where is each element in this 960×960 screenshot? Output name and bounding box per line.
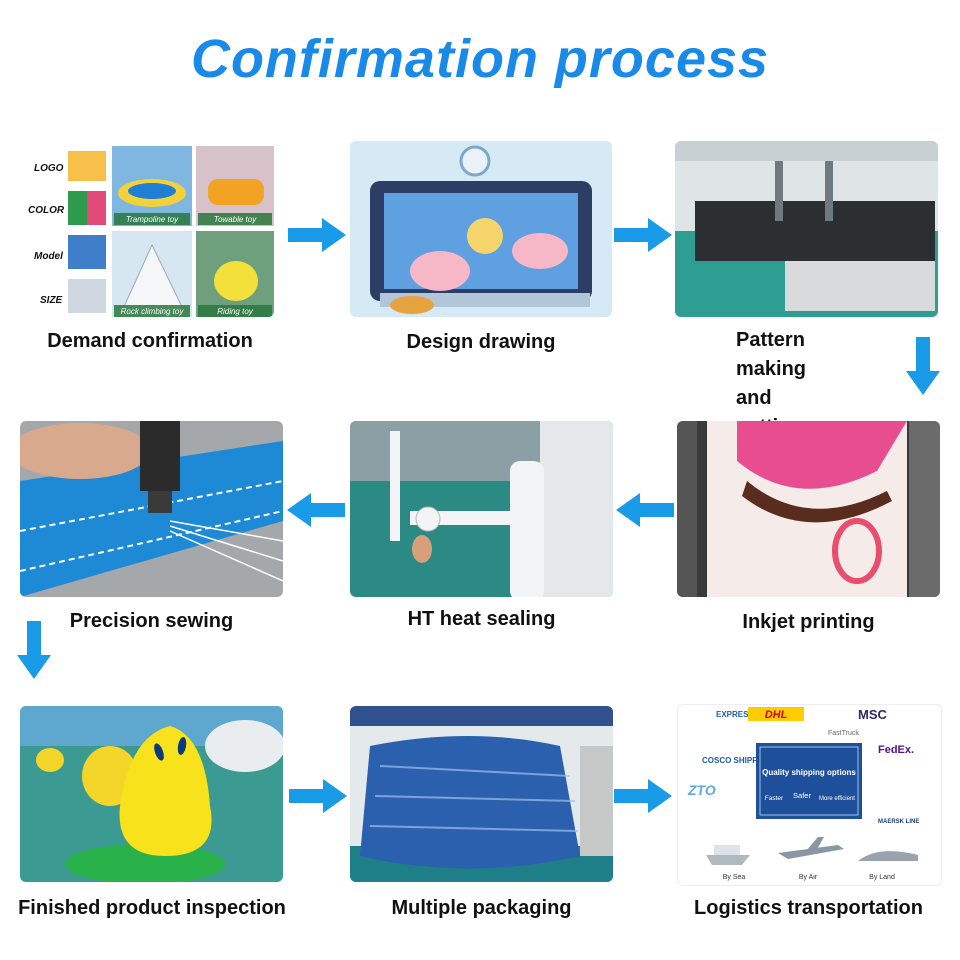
arrow-down-icon (15, 621, 53, 681)
arrow-right-icon (289, 777, 347, 815)
mode-air: By Air (799, 874, 818, 881)
page-title: Confirmation process (190, 29, 770, 89)
heat-sealing-photo (350, 421, 613, 597)
logo-zto: ZTO (687, 782, 716, 798)
step-label: Multiple packaging (391, 897, 572, 919)
caption-riding: Riding toy (217, 307, 254, 316)
shipping-options-box (756, 743, 862, 819)
train-icon (858, 851, 918, 861)
step-label: Demand confirmation (47, 330, 253, 352)
design-photo (350, 141, 612, 317)
arrow-right-icon (288, 216, 346, 254)
row-model: Model (34, 251, 63, 262)
arrow-down-icon (904, 337, 942, 397)
pattern-photo (675, 141, 938, 317)
logistics-photo: EXPRESS DHL MSC FastTruck COSCO SHIPPING… (677, 704, 942, 886)
step-label: Inkjet printing (742, 611, 875, 633)
logo-thumb-icon (68, 151, 106, 181)
arrow-right-icon (614, 777, 672, 815)
model-thumb-icon (68, 235, 106, 269)
sewing-photo (20, 421, 283, 597)
size-thumb-icon (68, 279, 106, 313)
option-faster: Faster (765, 795, 784, 802)
logo-msc: MSC (858, 707, 888, 722)
option-safer: Safer (793, 791, 811, 800)
logo-fasttruck: FastTruck (828, 730, 859, 737)
logo-dhl: DHL (765, 709, 788, 721)
demand-photo: LOGO COLOR Model SIZE Trampoline toy Tow… (22, 141, 274, 317)
step-label: Logistics transportation (694, 897, 923, 919)
step-label: HT heat sealing (407, 608, 556, 630)
row-size: SIZE (40, 295, 63, 306)
caption-rock: Rock climbing toy (121, 307, 185, 316)
mode-land: By Land (869, 874, 895, 881)
logo-cosco: COSCO SHIPPING (702, 756, 772, 765)
ship-icon (706, 855, 750, 865)
caption-towable: Towable toy (214, 215, 257, 224)
option-efficient: More efficient (819, 796, 855, 802)
row-logo: LOGO (34, 163, 64, 174)
logo-fedex: FedEx. (878, 744, 914, 756)
step-label: Finished product inspection (18, 897, 286, 919)
arrow-left-icon (616, 491, 674, 529)
step-label: Design drawing (406, 331, 556, 353)
step-label: Precision sewing (69, 610, 234, 632)
logo-express: EXPRESS (716, 710, 754, 719)
arrow-left-icon (287, 491, 345, 529)
packaging-photo (350, 706, 613, 882)
inkjet-photo (677, 421, 940, 597)
dhl-logo-icon (748, 707, 804, 721)
logo-maersk: MAERSK LINE (878, 819, 919, 825)
inspection-photo (20, 706, 283, 882)
row-color: COLOR (28, 205, 65, 216)
caption-trampoline: Trampoline toy (126, 215, 179, 224)
shipping-box-title: Quality shipping options (762, 768, 856, 777)
arrow-right-icon (614, 216, 672, 254)
plane-icon (778, 845, 844, 859)
mode-sea: By Sea (723, 874, 746, 881)
